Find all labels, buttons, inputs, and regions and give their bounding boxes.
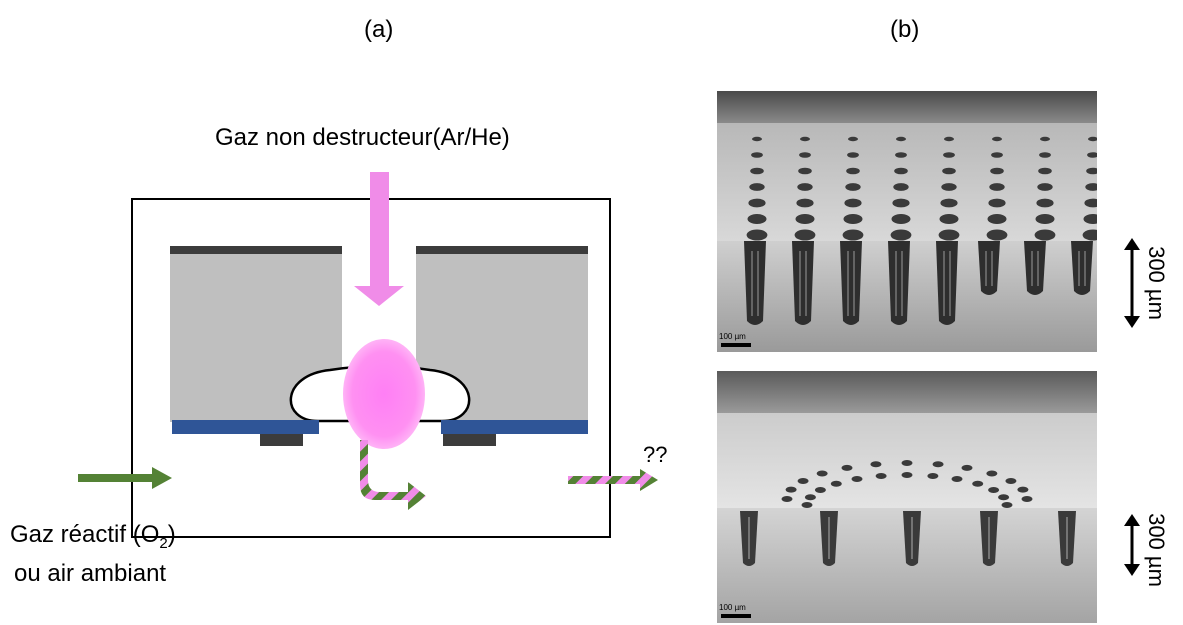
panel-a-label: (a) — [364, 16, 394, 43]
inert-gas-arrow — [354, 172, 404, 306]
outlet-gas-arrow — [568, 469, 658, 491]
right-bottom-contact — [443, 434, 496, 446]
left-bottom-electrode — [172, 420, 319, 434]
left-top-electrode — [170, 246, 342, 254]
schematic-diagram — [78, 172, 658, 538]
sem-top-scale-bar: 100 µm — [719, 332, 746, 341]
unknown-label: ?? — [643, 442, 668, 467]
plasma-glow — [343, 339, 425, 449]
sem-image-top: 100 µm — [717, 91, 1097, 352]
left-bottom-contact — [260, 434, 303, 446]
inert-gas-label: Gaz non destructeur(Ar/He) — [215, 124, 510, 151]
panel-b-label: (b) — [890, 16, 920, 43]
sem-image-bottom: 100 µm — [717, 371, 1097, 623]
reactive-gas-arrow — [78, 467, 172, 489]
mixed-gas-arrow — [360, 440, 426, 510]
sem-bottom-scale-bar: 100 µm — [719, 603, 746, 612]
size-arrow-top — [1124, 238, 1140, 328]
size-label-bottom: 300 µm — [1143, 513, 1169, 587]
reactive-gas-label-line2: ou air ambiant — [14, 560, 167, 587]
size-arrow-bottom — [1124, 514, 1140, 576]
reactive-gas-label: Gaz réactif (O2) — [10, 521, 176, 552]
right-top-electrode — [416, 246, 588, 254]
right-bottom-electrode — [441, 420, 588, 434]
size-label-top: 300 µm — [1143, 246, 1169, 320]
